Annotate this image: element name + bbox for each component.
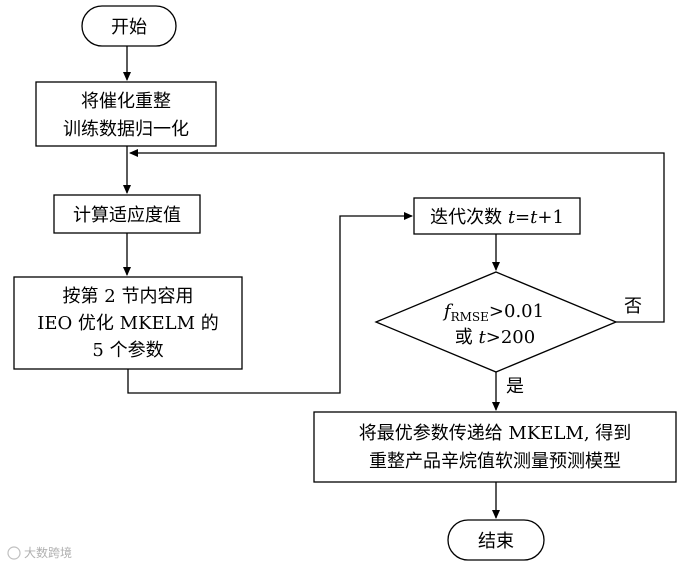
iterate-label: 迭代次数 t=t+1 bbox=[430, 207, 564, 228]
end-node bbox=[447, 519, 545, 561]
normalize-label-1: 将催化重整 bbox=[81, 91, 171, 112]
end-label: 结束 bbox=[478, 531, 514, 552]
normalize-node bbox=[35, 81, 217, 147]
output-node bbox=[313, 411, 677, 483]
watermark-text: 大数跨境 bbox=[24, 545, 72, 560]
output-label-2: 重整产品辛烷值软测量预测模型 bbox=[369, 451, 621, 472]
fitness-node bbox=[53, 194, 201, 234]
normalize-label-2: 训练数据归一化 bbox=[63, 119, 189, 140]
fitness-label: 计算适应度值 bbox=[73, 205, 181, 226]
optimize-label-2: IEO 优化 MKELM 的 bbox=[37, 313, 219, 334]
watermark-logo-icon bbox=[7, 546, 21, 560]
decision-node bbox=[374, 271, 618, 373]
decision-label-2: 或 t>200 bbox=[455, 327, 535, 348]
watermark: 大数跨境 bbox=[7, 545, 72, 560]
optimize-label-1: 按第 2 节内容用 bbox=[63, 286, 194, 307]
output-label-1: 将最优参数传递给 MKELM, 得到 bbox=[359, 423, 632, 444]
optimize-node bbox=[13, 276, 243, 370]
edge-label-no: 否 bbox=[624, 296, 642, 317]
start-label: 开始 bbox=[111, 17, 147, 38]
edge-loop-back bbox=[129, 149, 665, 323]
edge-label-yes: 是 bbox=[506, 376, 524, 397]
decision-label-1: fRMSE>0.01 bbox=[442, 301, 544, 324]
edge-optimize-iterate bbox=[127, 212, 413, 394]
optimize-label-3: 5 个参数 bbox=[92, 340, 163, 361]
start-node bbox=[81, 5, 177, 47]
iterate-node bbox=[413, 197, 581, 235]
